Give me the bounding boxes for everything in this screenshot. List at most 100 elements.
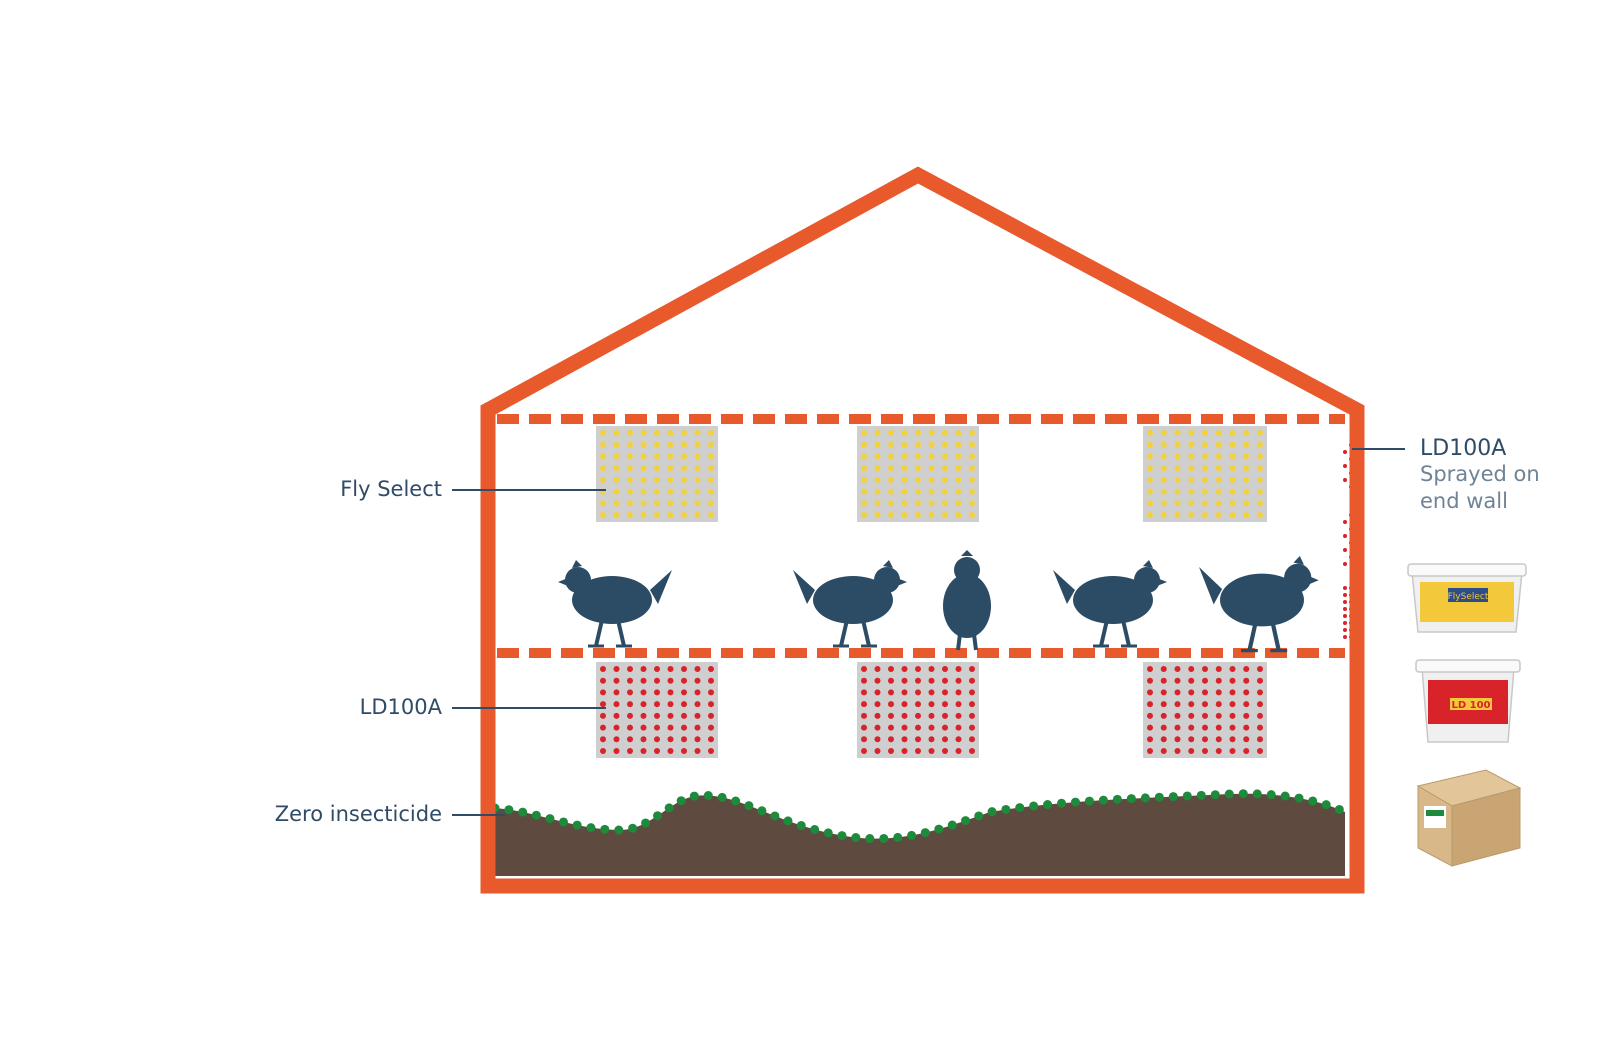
dot: [1243, 430, 1250, 436]
dot: [1202, 748, 1208, 754]
dot: [640, 512, 647, 518]
dot: [1202, 500, 1208, 507]
fly-select-panel: [1143, 426, 1267, 522]
dot: [1174, 488, 1181, 495]
dot: [928, 748, 935, 754]
dot: [888, 476, 894, 483]
dot: [627, 500, 633, 507]
dot: [1147, 453, 1153, 460]
dot: [969, 724, 975, 731]
dot: [694, 488, 701, 495]
green-dot: [1015, 803, 1025, 813]
dot: [627, 512, 633, 518]
green-dot: [1084, 796, 1094, 806]
dot: [1215, 453, 1222, 460]
dot: [667, 712, 674, 719]
dot: [613, 724, 620, 731]
dot: [861, 465, 867, 472]
dot: [861, 689, 867, 696]
dot: [861, 512, 867, 518]
dot: [627, 430, 633, 436]
spray-dot: [1343, 520, 1347, 524]
dot: [627, 476, 633, 483]
dot: [1215, 701, 1222, 708]
dot: [955, 453, 962, 460]
dot: [1188, 453, 1195, 460]
dot: [600, 500, 606, 507]
green-dot: [545, 814, 555, 824]
dot: [955, 441, 962, 448]
dot: [901, 488, 908, 495]
dot: [1215, 476, 1222, 483]
dot: [874, 736, 881, 743]
dot: [681, 441, 687, 448]
dot: [928, 430, 935, 436]
dot: [694, 465, 701, 472]
dot: [667, 689, 674, 696]
dot: [1229, 701, 1236, 708]
dot: [1257, 430, 1263, 436]
dot: [613, 677, 620, 684]
zero-insecticide-dots: [490, 789, 1344, 844]
spray-dot: [1343, 628, 1347, 632]
dot: [915, 724, 921, 731]
dot: [915, 736, 921, 743]
dot: [667, 430, 674, 436]
dot: [694, 441, 701, 448]
green-dot: [586, 823, 596, 833]
dot: [874, 701, 881, 708]
dot: [969, 701, 975, 708]
dot: [681, 701, 687, 708]
dot: [640, 465, 647, 472]
dot: [708, 701, 714, 708]
dot: [1229, 736, 1236, 743]
dot: [874, 476, 881, 483]
dot: [600, 430, 606, 436]
dot: [1188, 465, 1195, 472]
dot: [694, 500, 701, 507]
dot: [969, 736, 975, 743]
dot: [901, 677, 908, 684]
dot: [1188, 430, 1195, 436]
dot: [1215, 441, 1222, 448]
dot: [969, 689, 975, 696]
end-wall-label-title: LD100A: [1420, 436, 1507, 461]
green-dot: [974, 811, 984, 821]
dot: [928, 512, 935, 518]
dot: [640, 712, 647, 719]
dot: [1257, 677, 1263, 684]
dot: [969, 666, 975, 672]
dot: [942, 512, 948, 518]
dot: [681, 689, 687, 696]
dot: [1188, 689, 1195, 696]
spray-dot: [1343, 607, 1347, 611]
dot: [942, 736, 948, 743]
dot: [955, 689, 962, 696]
dot: [654, 500, 660, 507]
dot: [955, 712, 962, 719]
dot: [874, 441, 881, 448]
dot: [1257, 488, 1263, 495]
green-dot: [1168, 792, 1178, 802]
dot: [1243, 441, 1250, 448]
dot: [861, 453, 867, 460]
dot: [1229, 441, 1236, 448]
dot: [654, 488, 660, 495]
dot: [861, 736, 867, 743]
dot: [1257, 666, 1263, 672]
dot: [1174, 748, 1181, 754]
spray-dot: [1343, 464, 1347, 468]
dot: [1257, 724, 1263, 731]
dot: [613, 476, 620, 483]
dot: [681, 488, 687, 495]
dot: [1202, 736, 1208, 743]
house-outline: [480, 166, 1365, 894]
dot: [1257, 712, 1263, 719]
dot: [888, 441, 894, 448]
dot: [613, 701, 620, 708]
dot: [1147, 476, 1153, 483]
dot: [694, 701, 701, 708]
dot: [861, 666, 867, 672]
green-dot: [907, 830, 917, 840]
dot: [955, 724, 962, 731]
